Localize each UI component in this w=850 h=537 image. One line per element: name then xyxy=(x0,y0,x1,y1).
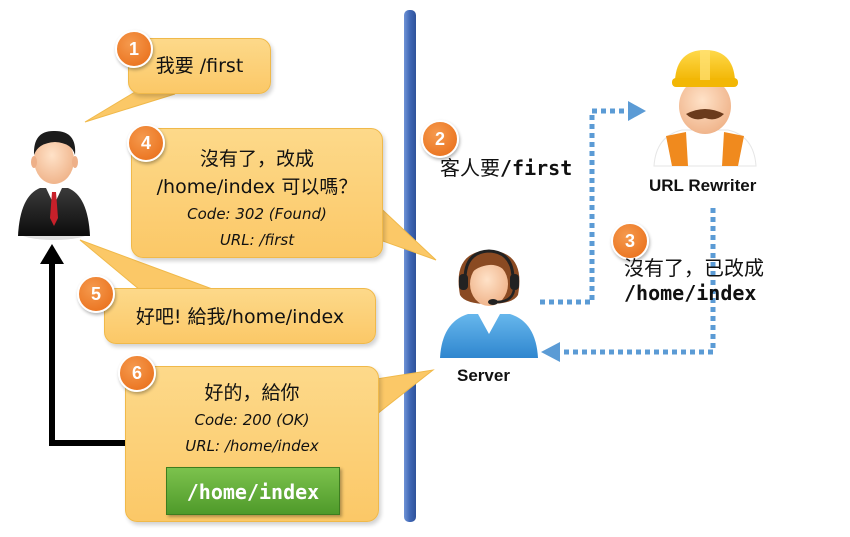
step-4-badge: 4 xyxy=(127,124,165,162)
step-3-line-2: /home/index xyxy=(624,281,757,305)
bubble-4-line-1: 沒有了，改成 xyxy=(199,148,314,170)
url-rewriter-label: URL Rewriter xyxy=(649,176,757,195)
step-2-badge: 2 xyxy=(421,120,459,158)
bubble-6-url: URL: /home/index xyxy=(185,437,319,455)
step-2-label: 客人要/first xyxy=(440,152,572,181)
businessman-icon xyxy=(18,130,90,240)
bubble-6-tail xyxy=(369,369,435,419)
dotted-arrow-to-server xyxy=(560,208,716,355)
dotted-arrowhead-server xyxy=(541,342,560,362)
support-agent-icon xyxy=(440,249,538,358)
bubble-6-line-1: 好的，給你 xyxy=(204,382,300,404)
speech-bubble-4: 沒有了，改成 /home/index 可以嗎？ Code: 302 (Found… xyxy=(131,128,383,258)
return-arrow xyxy=(49,262,128,446)
step-3-badge: 3 xyxy=(611,222,649,260)
step-5-badge: 5 xyxy=(77,275,115,313)
bubble-4-code: Code: 302 (Found) xyxy=(187,205,327,223)
divider-line xyxy=(404,10,416,522)
dotted-arrowhead-rewriter xyxy=(628,101,646,121)
step-2-text: 客人要 xyxy=(440,156,500,180)
dotted-arrow-to-rewriter xyxy=(540,108,628,305)
bubble-4-line-2: /home/index 可以嗎？ xyxy=(156,176,358,198)
bubble-5-text: 好吧! 給我/home/index xyxy=(135,306,345,328)
step-6-badge: 6 xyxy=(118,354,156,392)
bubble-6-code: Code: 200 (OK) xyxy=(194,411,310,429)
bubble-1-text: 我要 /first xyxy=(155,55,244,77)
bubble-1-tail xyxy=(84,91,176,123)
step-2-path: /first xyxy=(500,156,573,180)
return-arrowhead xyxy=(40,244,64,264)
construction-worker-icon xyxy=(653,50,757,167)
step-3-line-1: 沒有了，已改成 xyxy=(624,256,764,280)
bubble-4-url: URL: /first xyxy=(219,231,295,249)
home-index-page: /home/index xyxy=(166,467,340,515)
speech-bubble-5: 好吧! 給我/home/index xyxy=(104,288,376,344)
server-label: Server xyxy=(457,366,510,385)
step-1-badge: 1 xyxy=(115,30,153,68)
